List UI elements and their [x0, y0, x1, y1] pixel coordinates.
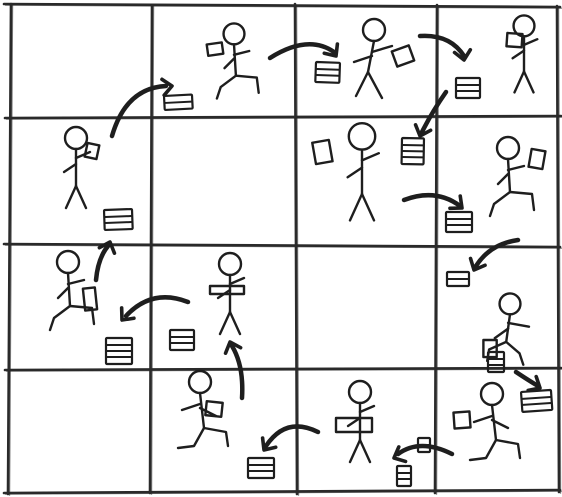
comic-storyboard-sketch: [0, 0, 562, 497]
paper-background: [0, 0, 562, 497]
